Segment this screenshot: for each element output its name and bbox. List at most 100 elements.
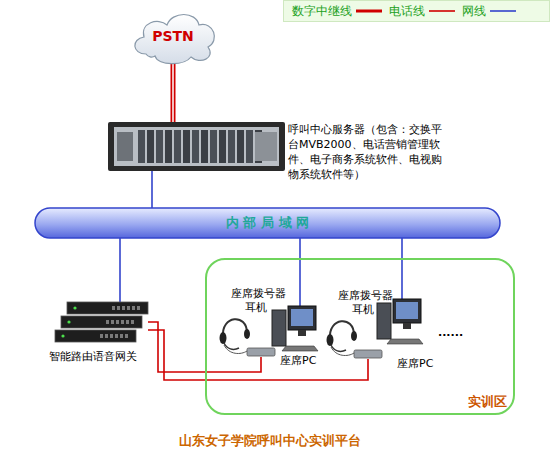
connector-line [171, 58, 176, 122]
gateway-port [117, 306, 120, 310]
headset-band [330, 321, 354, 339]
connector-line [119, 238, 121, 302]
lan-outline [35, 208, 500, 238]
drive-bay [174, 130, 181, 163]
call-center-server-text: 呼叫中心服务器（包含：交换平台MVB2000、电话营销管理软件、电子商务系统软件… [288, 122, 448, 182]
drive-bay [156, 130, 163, 163]
gateway-port [131, 320, 134, 324]
headset-cord [331, 347, 354, 355]
dialer-device [354, 350, 382, 358]
pc-keyboard [387, 339, 423, 344]
drive-bay [138, 130, 145, 163]
pc-screen [291, 309, 313, 326]
server-chassis [108, 122, 285, 171]
caption: 山东女子学院呼叫中心实训平台 [0, 432, 540, 450]
training-area-text: 实训区 [427, 394, 507, 410]
dialer-device [247, 348, 275, 356]
pstn-cloud: PSTN [128, 8, 218, 64]
pc-tower [377, 303, 391, 339]
headset-cup [220, 332, 227, 344]
legend-line [356, 10, 382, 13]
seat-dialer-text: 座席拨号器 [231, 287, 301, 301]
seat-pc-text: 座席PC [280, 354, 340, 368]
legend-item: 网线 [462, 3, 517, 20]
gateway-port [106, 320, 109, 324]
network-cable [300, 238, 301, 306]
drive-bay [192, 130, 199, 163]
drive-bay [165, 130, 172, 163]
seat-dialer: 座席拨号器耳机 [217, 285, 279, 357]
seat-pc: 座席PC [270, 302, 320, 372]
drive-bay [228, 130, 235, 163]
seat-pc-text: 座席PC [397, 357, 457, 371]
legend-text: 网线 [462, 3, 486, 20]
connector-line [148, 330, 368, 380]
gateway-port [137, 306, 140, 310]
call-center-server-graphic [108, 118, 285, 175]
phone-line [148, 330, 368, 380]
legend-line [429, 10, 455, 12]
gateway-port [122, 306, 125, 310]
lan-band: 内 部 局 域 网 [35, 208, 500, 238]
seat-pc: 座席PC [375, 295, 425, 365]
connector-line [299, 238, 301, 306]
gateway-port [121, 320, 124, 324]
pc-monitor [288, 306, 316, 330]
voice-gateway: 智能路由语音网关 [55, 298, 150, 346]
gateway-port [125, 334, 128, 338]
gateway-port [111, 320, 114, 324]
network-cable [120, 238, 121, 302]
connector-line [151, 171, 153, 208]
gateway-port [105, 334, 108, 338]
pc-stand [298, 330, 306, 336]
drive-bay [219, 130, 226, 163]
drive-bay [147, 130, 154, 163]
legend-item: 数字中继线 [292, 3, 383, 20]
lan-band-text: 内 部 局 域 网 [35, 215, 500, 231]
gateway-port [126, 320, 129, 324]
pstn-cloud-text: PSTN [128, 28, 218, 45]
phone-line [173, 58, 174, 122]
seat-pc-graphic [375, 295, 425, 365]
gateway-port [100, 334, 103, 338]
gateway-unit [67, 302, 148, 314]
gateway-port [112, 306, 115, 310]
server-panel [255, 132, 277, 161]
voice-gateway-graphic [55, 298, 150, 346]
network-cable [402, 238, 403, 299]
legend-line-sample [489, 7, 517, 15]
legend-line-sample [428, 7, 456, 15]
pc-screen [396, 302, 418, 319]
connector-gap [172, 58, 174, 122]
gateway-unit [55, 330, 136, 342]
training-area: 实训区座席拨号器耳机座席PC座席拨号器耳机座席PC [205, 258, 515, 415]
headset-band [223, 319, 247, 337]
gateway-port [110, 334, 113, 338]
connector-line [401, 238, 403, 299]
gateway-led [67, 320, 70, 323]
gateway-port [116, 320, 119, 324]
call-center-server: 呼叫中心服务器（包含：交换平台MVB2000、电话营销管理软件、电子商务系统软件… [108, 118, 285, 175]
legend-box: 数字中继线 电话线 网线 [283, 0, 550, 22]
legend-text: 电话线 [389, 3, 425, 20]
headset-cup [244, 329, 250, 339]
legend-line-sample [355, 7, 383, 15]
headset-cup [327, 334, 334, 346]
network-cable [152, 171, 153, 208]
drive-bay [183, 130, 190, 163]
legend-line [490, 10, 516, 12]
server-panel [117, 132, 133, 161]
pc-monitor [393, 299, 421, 323]
pc-stand [403, 323, 411, 329]
voice-gateway-text: 智能路由语音网关 [49, 350, 169, 364]
gateway-led [73, 306, 76, 309]
drive-bay [237, 130, 244, 163]
gateway-port [127, 306, 130, 310]
drive-bay [246, 130, 253, 163]
legend-item: 电话线 [389, 3, 456, 20]
pc-tower [272, 310, 286, 346]
gateway-port [132, 306, 135, 310]
drive-bay [210, 130, 217, 163]
legend-text: 数字中继线 [292, 3, 352, 20]
